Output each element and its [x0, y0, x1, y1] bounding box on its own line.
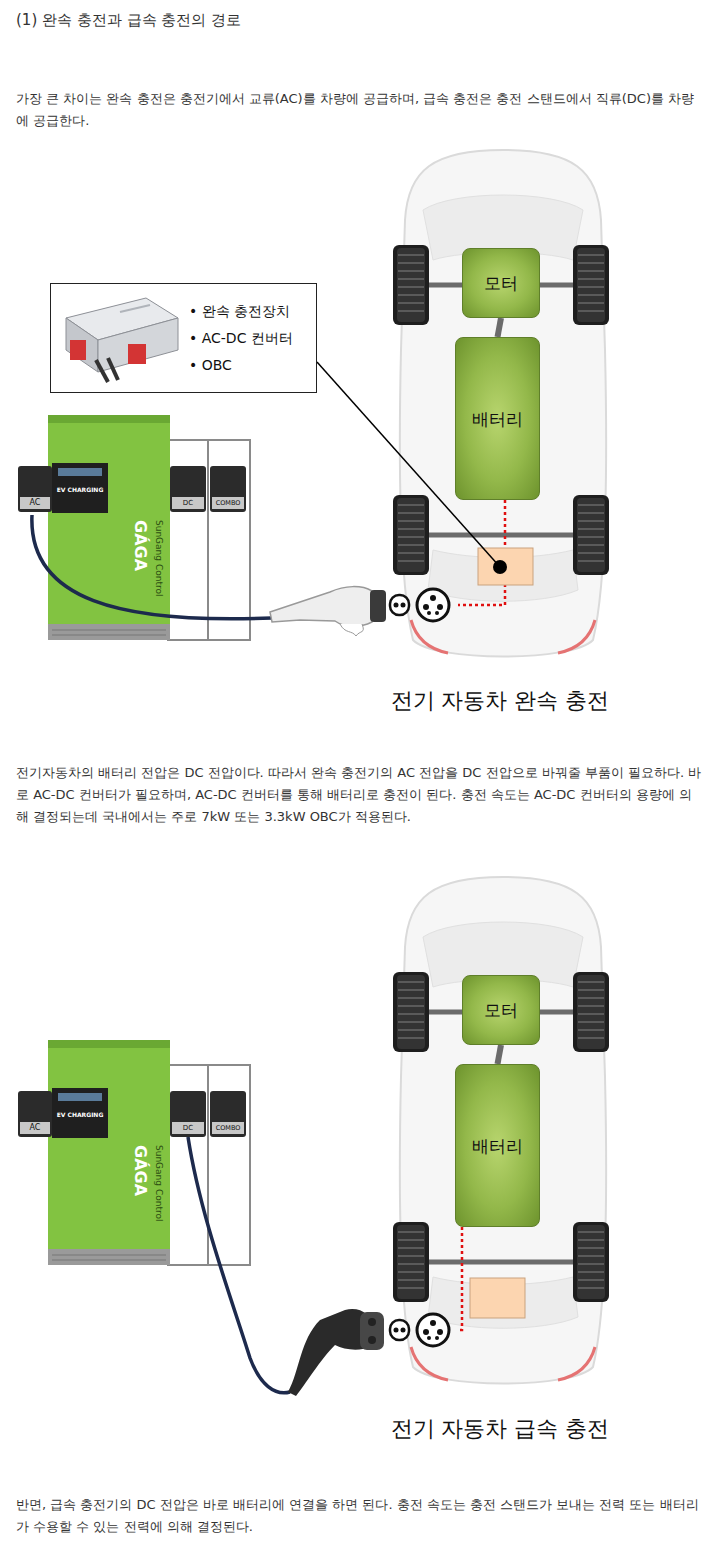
car-outline [393, 877, 609, 1384]
charger-stand [18, 1040, 250, 1265]
component-name: 모터 [484, 999, 518, 1021]
brand-label: EV CHARGING [52, 485, 108, 494]
callout-item: • OBC [189, 352, 232, 379]
ac-plug-head [370, 590, 386, 622]
cable [32, 515, 272, 619]
dc-plug-head [360, 1312, 384, 1350]
charge-port [390, 589, 449, 621]
obc-device [66, 298, 178, 382]
component-box: 배터리 [455, 337, 540, 500]
callout-item: • AC-DC 컨버터 [189, 325, 293, 352]
obc-box [470, 1278, 525, 1318]
component-box: 모터 [462, 975, 540, 1045]
dc-plug [288, 1309, 372, 1396]
brand-logo: GÁGA [130, 520, 150, 571]
ac-plug-latch [340, 624, 363, 636]
charger-stand [18, 415, 250, 640]
drive-shaft [498, 1045, 502, 1064]
brand-logo: GÁGA [130, 1145, 150, 1196]
charge-path [458, 1227, 462, 1330]
socket-label: COMBO [212, 497, 244, 509]
obc-dot [493, 560, 507, 574]
brand-name: SunGang Control [153, 520, 164, 596]
paragraph: 전기자동차의 배터리 전압은 DC 전압이다. 따라서 완속 충전기의 AC 전… [16, 762, 704, 828]
figure-caption: 전기 자동차 완속 충전 [300, 686, 700, 716]
drive-shaft [498, 318, 502, 337]
component-box: 배터리 [455, 1064, 540, 1227]
component-name: 모터 [484, 272, 518, 294]
component-name: 배터리 [472, 408, 523, 430]
component-name: 배터리 [472, 1135, 523, 1157]
obc-box [478, 548, 533, 585]
socket-label: DC [172, 497, 204, 509]
cable [188, 1137, 290, 1393]
callout-item: • 완속 충전장치 [189, 298, 290, 325]
socket-label: DC [172, 1122, 204, 1134]
callout-box: • 완속 충전장치• AC-DC 컨버터• OBC [50, 283, 317, 393]
socket-label: AC [20, 1122, 50, 1134]
paragraph: 가장 큰 차이는 완속 충전은 충전기에서 교류(AC)를 차량에 공급하며, … [16, 88, 704, 132]
socket-label: COMBO [212, 1122, 244, 1134]
component-box: 모터 [462, 248, 540, 318]
page-heading: (1) 완속 충전과 급속 충전의 경로 [16, 10, 241, 30]
socket-label: AC [20, 497, 50, 509]
car-outline [393, 150, 609, 657]
figure-caption: 전기 자동차 급속 충전 [300, 1414, 700, 1444]
paragraph: 반면, 급속 충전기의 DC 전압은 바로 배터리에 연결을 하면 된다. 충전… [16, 1494, 704, 1538]
brand-label: EV CHARGING [52, 1110, 108, 1119]
ac-plug [270, 587, 372, 627]
charge-port [390, 1314, 449, 1346]
brand-name: SunGang Control [153, 1145, 164, 1221]
